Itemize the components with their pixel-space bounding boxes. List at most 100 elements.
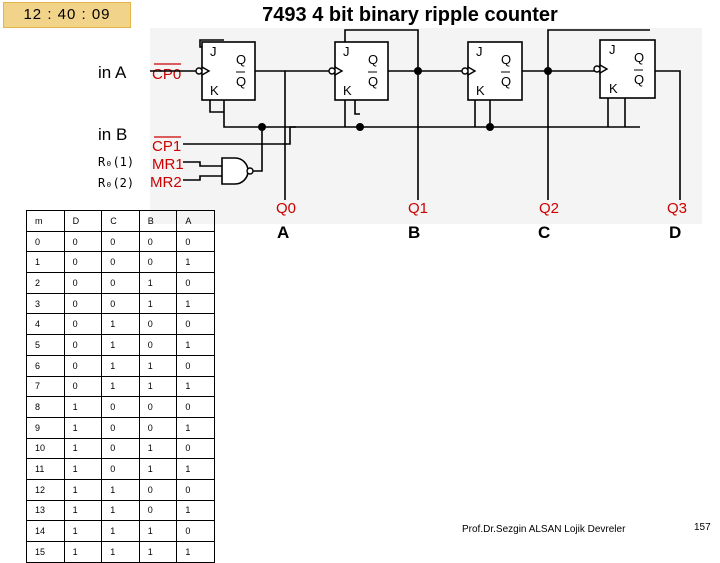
flipflop-3 bbox=[593, 39, 656, 99]
ff2-j: J bbox=[476, 44, 483, 59]
truth-cell: 1 bbox=[26, 251, 65, 274]
truth-cell: 7 bbox=[26, 375, 65, 398]
ff2-q: Q bbox=[501, 52, 511, 67]
truth-cell: 1 bbox=[176, 541, 215, 563]
truth-cell: 1 bbox=[176, 458, 215, 480]
truth-cell: 1 bbox=[63, 396, 103, 418]
counter-circuit: in A in B R₀(1) R₀(2) CP0 CP1 MR1 MR2 bbox=[98, 28, 702, 242]
truth-cell: 1 bbox=[138, 354, 178, 377]
flipflop-2 bbox=[461, 41, 523, 101]
truth-cell: 1 bbox=[101, 334, 140, 356]
output-letter-b: B bbox=[408, 223, 420, 242]
truth-cell: 0 bbox=[138, 334, 178, 356]
truth-cell: 1 bbox=[101, 520, 140, 542]
ff1-q: Q bbox=[368, 52, 378, 67]
truth-header-cell: m bbox=[26, 210, 65, 232]
nand-gate bbox=[221, 157, 254, 185]
truth-cell: 1 bbox=[63, 416, 103, 439]
ff0-k: K bbox=[210, 83, 219, 98]
truth-cell: 0 bbox=[101, 437, 140, 460]
ff2-k: K bbox=[476, 83, 485, 98]
page-number: 157 bbox=[694, 522, 711, 533]
ff3-j: J bbox=[609, 42, 616, 57]
truth-cell: 0 bbox=[63, 251, 103, 274]
truth-header-cell: B bbox=[138, 210, 178, 232]
truth-cell: 0 bbox=[63, 375, 103, 398]
truth-cell: 1 bbox=[63, 541, 103, 563]
junction-dot bbox=[486, 123, 494, 131]
truth-cell: 0 bbox=[101, 251, 140, 274]
ff0-q: Q bbox=[236, 52, 246, 67]
truth-cell: 1 bbox=[101, 375, 140, 398]
truth-cell: 1 bbox=[176, 334, 215, 356]
truth-cell: 12 bbox=[26, 478, 65, 501]
output-q0: Q0 bbox=[276, 200, 296, 217]
truth-cell: 0 bbox=[138, 230, 178, 253]
truth-cell: 0 bbox=[138, 313, 178, 336]
ff3-k: K bbox=[609, 81, 618, 96]
junction-dot bbox=[544, 67, 552, 75]
output-letter-d: D bbox=[669, 223, 681, 242]
truth-cell: 8 bbox=[26, 396, 65, 418]
truth-cell: 1 bbox=[101, 354, 140, 377]
flipflop-1 bbox=[328, 41, 389, 101]
truth-cell: 5 bbox=[26, 334, 65, 356]
truth-cell: 1 bbox=[138, 458, 178, 480]
truth-cell: 10 bbox=[26, 437, 65, 460]
truth-cell: 0 bbox=[101, 272, 140, 294]
pin-cp0: CP0 bbox=[152, 66, 181, 83]
timer-display: 12 : 40 : 09 bbox=[3, 2, 131, 28]
truth-cell: 1 bbox=[63, 458, 103, 480]
truth-cell: 1 bbox=[176, 292, 215, 315]
truth-cell: 1 bbox=[138, 541, 178, 563]
truth-cell: 1 bbox=[138, 520, 178, 542]
flipflop-0 bbox=[195, 41, 256, 101]
truth-cell: 13 bbox=[26, 499, 65, 522]
slide-title: 7493 4 bit binary ripple counter bbox=[262, 4, 558, 26]
truth-cell: 0 bbox=[63, 272, 103, 294]
truth-cell: 0 bbox=[63, 334, 103, 356]
truth-cell: 1 bbox=[63, 520, 103, 542]
truth-cell: 1 bbox=[101, 478, 140, 501]
input-label-a: in A bbox=[98, 63, 127, 82]
input-label-r02: R₀(2) bbox=[98, 176, 134, 190]
ff1-qbar: Q bbox=[368, 74, 378, 89]
truth-cell: 1 bbox=[101, 313, 140, 336]
footer-author: Prof.Dr.Sezgin ALSAN Lojik Devreler bbox=[462, 524, 626, 535]
input-label-b: in B bbox=[98, 125, 127, 144]
truth-header-cell: C bbox=[101, 210, 140, 232]
truth-cell: 1 bbox=[63, 437, 103, 460]
truth-cell: 0 bbox=[176, 437, 215, 460]
pin-mr2: MR2 bbox=[150, 174, 182, 191]
output-q2: Q2 bbox=[539, 200, 559, 217]
truth-cell: 1 bbox=[138, 437, 178, 460]
truth-cell: 1 bbox=[63, 478, 103, 501]
truth-cell: 6 bbox=[26, 354, 65, 377]
pin-mr1: MR1 bbox=[152, 156, 184, 173]
truth-cell: 1 bbox=[138, 375, 178, 398]
output-letter-c: C bbox=[538, 223, 550, 242]
truth-cell: 0 bbox=[138, 478, 178, 501]
ff3-q: Q bbox=[634, 50, 644, 65]
truth-cell: 0 bbox=[138, 416, 178, 439]
truth-cell: 0 bbox=[101, 292, 140, 315]
truth-cell: 1 bbox=[101, 499, 140, 522]
truth-cell: 0 bbox=[138, 251, 178, 274]
ff1-j: J bbox=[343, 44, 350, 59]
output-q3: Q3 bbox=[667, 200, 687, 217]
truth-cell: 15 bbox=[26, 541, 65, 563]
truth-cell: 0 bbox=[63, 354, 103, 377]
